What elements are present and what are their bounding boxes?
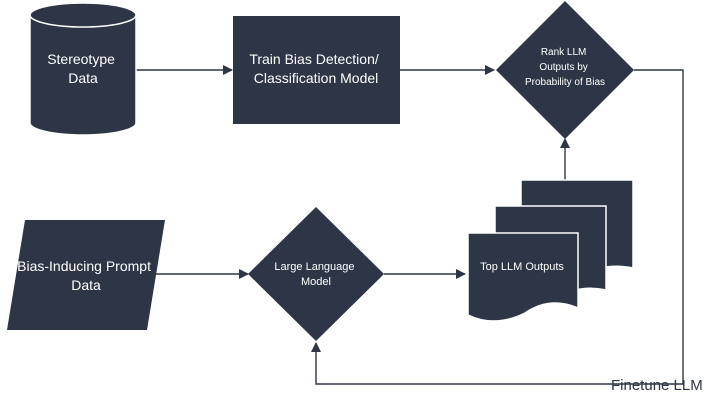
train-model-node: Train Bias Detection/ Classification Mod… [233, 16, 400, 124]
svg-text:Train Bias Detection/ Cl: Train Bias Detection/ Classification Mod… [249, 51, 382, 86]
rank-outputs-line-1: Rank LLM [541, 47, 587, 58]
llm-node: Large Language Model [248, 207, 384, 341]
stereotype-data-line-1: Stereotype [47, 51, 115, 67]
top-outputs-node: Top LLM Outputs [467, 179, 634, 322]
top-outputs-label: Top LLM Outputs [480, 261, 564, 273]
rank-outputs-node: Rank LLM Outputs by Probability of Bias [496, 1, 634, 139]
svg-text:Stereotype Data: Stereotype Data [47, 51, 119, 86]
prompt-data-line-2: Data [71, 277, 101, 293]
rank-outputs-line-2: Outputs by [539, 62, 587, 73]
llm-line-1: Large Language [274, 261, 354, 273]
train-model-line-1: Train Bias Detection/ [249, 51, 379, 67]
llm-line-2: Model [301, 276, 331, 288]
finetune-llm-label: Finetune LLM [611, 377, 703, 394]
document-front [467, 232, 579, 322]
svg-text:Rank LLM Outputs by: Rank LLM Outputs by Probability of Bias [525, 47, 605, 88]
arrow-finetune-feedback [311, 69, 684, 385]
svg-text:Large Language Model: Large Language Model [274, 261, 357, 288]
svg-text:Bias-Inducing Prompt Dat: Bias-Inducing Prompt Data [17, 258, 155, 293]
train-model-line-2: Classification Model [254, 70, 379, 86]
stereotype-data-line-2: Data [68, 70, 98, 86]
prompt-data-line-1: Bias-Inducing Prompt [17, 258, 151, 274]
rank-outputs-line-3: Probability of Bias [525, 77, 605, 88]
stereotype-data-node: Stereotype Data [29, 2, 137, 136]
connectors [136, 65, 684, 385]
svg-text:Top LLM Outputs: Top LLM Outputs [480, 261, 564, 273]
prompt-data-node: Bias-Inducing Prompt Data [7, 220, 165, 330]
